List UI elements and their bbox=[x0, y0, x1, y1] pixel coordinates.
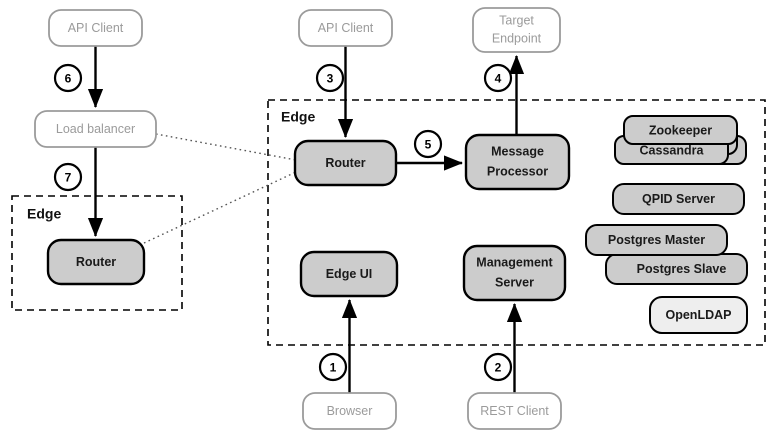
node-load-balancer-label: Load balancer bbox=[56, 122, 135, 136]
group-edge-main-label: Edge bbox=[281, 109, 315, 125]
node-api-client-center-box[interactable] bbox=[298, 9, 393, 47]
group-edge-main-border bbox=[267, 99, 766, 346]
node-browser-label: Browser bbox=[327, 404, 373, 418]
node-target-endpoint-label-line1: Target bbox=[499, 13, 534, 27]
step-badge-4: 4 bbox=[483, 63, 513, 93]
node-target-endpoint[interactable]: Target Endpoint bbox=[472, 7, 561, 53]
node-router-left-label: Router bbox=[76, 255, 116, 269]
node-router-center-box[interactable] bbox=[293, 139, 398, 187]
node-rest-client-box[interactable] bbox=[467, 392, 562, 430]
node-api-client-left-label: API Client bbox=[68, 21, 124, 35]
step-badge-5-circle bbox=[413, 129, 443, 159]
node-edge-ui-box[interactable] bbox=[299, 250, 399, 298]
node-openldap-box[interactable] bbox=[649, 296, 748, 334]
dotted-line bbox=[143, 171, 297, 244]
node-api-client-center[interactable]: API Client bbox=[298, 9, 393, 47]
node-rest-client-label: REST Client bbox=[480, 404, 549, 418]
dotted-line bbox=[155, 133, 297, 161]
node-router-left[interactable]: Router bbox=[46, 238, 146, 286]
dotted-link-lb-to-router-center bbox=[155, 133, 297, 161]
node-postgres-master-label: Postgres Master bbox=[608, 233, 705, 247]
node-zookeeper-cassandra-stack[interactable]: Cassandra Zookeeper bbox=[614, 115, 747, 165]
step-badge-7: 7 bbox=[53, 162, 83, 192]
step-badge-1: 1 bbox=[318, 352, 348, 382]
node-management-server-box[interactable] bbox=[462, 244, 567, 302]
step-badge-2: 2 bbox=[483, 352, 513, 382]
node-load-balancer[interactable]: Load balancer bbox=[34, 110, 157, 148]
node-browser-box[interactable] bbox=[302, 392, 397, 430]
node-management-server[interactable]: Management Server bbox=[462, 244, 567, 302]
group-edge-left-border bbox=[11, 195, 183, 311]
node-api-client-left[interactable]: API Client bbox=[48, 9, 143, 47]
step-badge-3-label: 3 bbox=[327, 72, 334, 86]
node-router-center-label: Router bbox=[325, 156, 365, 170]
step-badge-3-circle bbox=[315, 63, 345, 93]
step-badge-6-label: 6 bbox=[65, 72, 72, 86]
node-postgres-slave-label: Postgres Slave bbox=[637, 262, 727, 276]
step-badge-1-label: 1 bbox=[330, 361, 337, 375]
step-badge-7-label: 7 bbox=[65, 171, 72, 185]
node-message-processor[interactable]: Message Processor bbox=[464, 133, 571, 191]
node-message-processor-label-line1: Message bbox=[491, 144, 544, 158]
node-postgres-stack[interactable]: Postgres Slave Postgres Master bbox=[585, 224, 748, 285]
step-badge-4-circle bbox=[483, 63, 513, 93]
node-load-balancer-box[interactable] bbox=[34, 110, 157, 148]
step-badge-6-circle bbox=[53, 63, 83, 93]
node-cassandra-label: Cassandra bbox=[640, 143, 705, 157]
step-badge-5: 5 bbox=[413, 129, 443, 159]
group-edge-left-label: Edge bbox=[27, 206, 61, 222]
node-rest-client[interactable]: REST Client bbox=[467, 392, 562, 430]
step-badge-3: 3 bbox=[315, 63, 345, 93]
node-message-processor-label-line2: Processor bbox=[487, 164, 548, 178]
dotted-link-left-router-to-center bbox=[143, 171, 297, 244]
node-router-center[interactable]: Router bbox=[293, 139, 398, 187]
step-badge-2-label: 2 bbox=[495, 361, 502, 375]
node-qpid-server[interactable]: QPID Server bbox=[612, 183, 745, 215]
node-target-endpoint-box[interactable] bbox=[472, 7, 561, 53]
node-message-processor-box[interactable] bbox=[464, 133, 571, 191]
node-router-left-box[interactable] bbox=[46, 238, 146, 286]
step-badge-1-circle bbox=[318, 352, 348, 382]
node-management-server-label-line2: Server bbox=[495, 275, 534, 289]
step-badge-2-circle bbox=[483, 352, 513, 382]
node-target-endpoint-label-line2: Endpoint bbox=[492, 31, 542, 45]
step-badge-4-label: 4 bbox=[495, 72, 502, 86]
step-badge-5-label: 5 bbox=[425, 138, 432, 152]
group-edge-main: Edge bbox=[267, 99, 766, 346]
node-api-client-center-label: API Client bbox=[318, 21, 374, 35]
step-badge-7-circle bbox=[53, 162, 83, 192]
node-zookeeper-box[interactable] bbox=[623, 115, 738, 145]
node-edge-ui-label: Edge UI bbox=[326, 267, 373, 281]
node-zookeeper-label: Zookeeper bbox=[649, 123, 712, 137]
node-api-client-left-box[interactable] bbox=[48, 9, 143, 47]
node-openldap[interactable]: OpenLDAP bbox=[649, 296, 748, 334]
node-qpid-server-box[interactable] bbox=[612, 183, 745, 215]
node-qpid-server-label: QPID Server bbox=[642, 192, 715, 206]
node-browser[interactable]: Browser bbox=[302, 392, 397, 430]
node-postgres-master-box[interactable] bbox=[585, 224, 728, 256]
group-edge-left: Edge bbox=[11, 195, 183, 311]
step-badge-6: 6 bbox=[53, 63, 83, 93]
node-edge-ui[interactable]: Edge UI bbox=[299, 250, 399, 298]
node-management-server-label-line1: Management bbox=[476, 255, 553, 269]
node-openldap-label: OpenLDAP bbox=[666, 308, 732, 322]
